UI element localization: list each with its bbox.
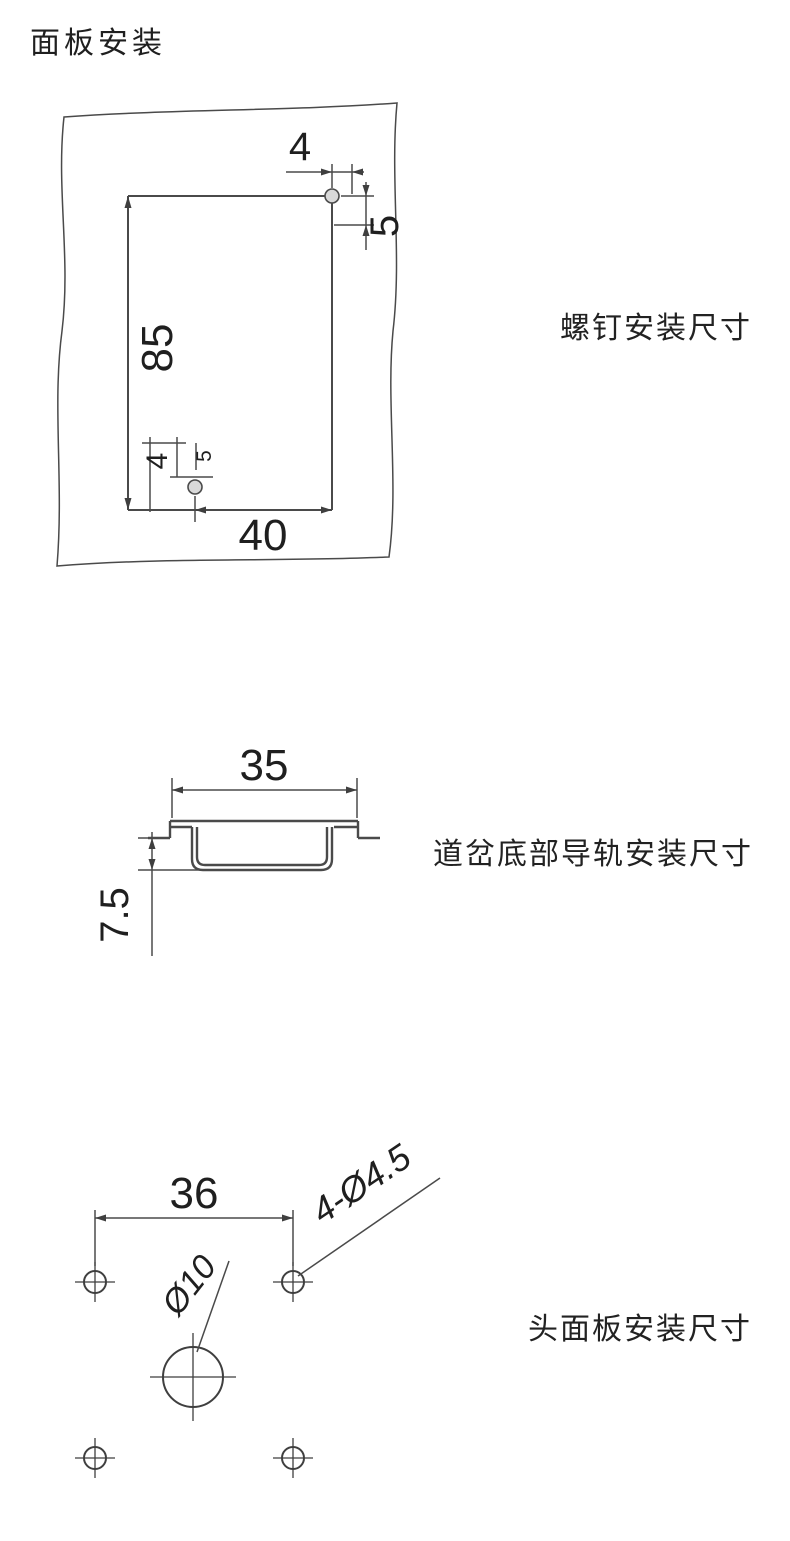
arrowhead xyxy=(346,786,357,794)
arrowhead xyxy=(148,838,156,849)
dim-small-offsets: 4 5 xyxy=(141,437,216,512)
din-rail-profile xyxy=(148,819,380,872)
dim-height: 85 xyxy=(124,196,182,510)
arrowhead xyxy=(124,196,132,208)
dim-text-small-h: 4 xyxy=(141,453,174,470)
dim-text-width: 40 xyxy=(239,511,288,560)
screw-mount-diagram: 4 5 85 40 xyxy=(56,102,407,567)
screw-mount-caption: 螺钉安装尺寸 xyxy=(560,312,752,345)
rail-channel-outer xyxy=(190,827,334,872)
arrowhead xyxy=(321,168,332,176)
dim-text-right: 5 xyxy=(363,215,407,237)
leader-line xyxy=(196,1260,230,1353)
arrowhead xyxy=(172,786,183,794)
mount-rectangle xyxy=(127,195,333,511)
screw-hole-top-right xyxy=(324,188,340,204)
dim-text-top: 4 xyxy=(289,125,311,169)
corner-hole-top-left xyxy=(75,1262,115,1302)
dim-edge-top: 4 xyxy=(286,125,364,194)
rail-mount-diagram: 35 7.5 xyxy=(93,741,380,956)
corner-hole-bottom-right xyxy=(273,1438,313,1478)
dim-text-rail-width: 35 xyxy=(240,741,289,790)
dim-rail-depth: 7.5 xyxy=(93,832,202,956)
center-hole xyxy=(150,1333,236,1421)
callout-corner-holes: 4-Ø4.5 xyxy=(297,1135,441,1277)
dim-hole-spacing: 36 xyxy=(94,1169,294,1266)
dim-text-rail-depth: 7.5 xyxy=(93,887,137,943)
arrowhead xyxy=(95,1214,106,1222)
corner-hole-top-right xyxy=(273,1262,313,1302)
dim-text-small-v: 5 xyxy=(193,450,216,462)
arrowhead xyxy=(148,859,156,870)
arrowhead xyxy=(362,185,370,196)
arrowhead xyxy=(321,506,332,514)
page-title: 面板安装 xyxy=(30,27,166,60)
arrowhead xyxy=(195,506,206,514)
dim-rail-width: 35 xyxy=(171,741,358,818)
rail-channel-inner xyxy=(195,827,329,867)
arrowhead xyxy=(352,168,363,176)
callout-text-corner-holes: 4-Ø4.5 xyxy=(304,1135,419,1231)
dim-edge-right: 5 xyxy=(334,182,407,250)
arrowhead xyxy=(124,498,132,510)
leader-line xyxy=(297,1177,441,1277)
head-panel-caption: 头面板安装尺寸 xyxy=(528,1313,752,1346)
dim-text-hole-spacing: 36 xyxy=(170,1169,219,1218)
dim-text-height: 85 xyxy=(133,324,182,373)
rail-mount-caption: 道岔底部导轨安装尺寸 xyxy=(433,838,753,871)
arrowhead xyxy=(282,1214,293,1222)
callout-text-center-hole: Ø10 xyxy=(154,1248,224,1323)
screw-hole-bottom-left xyxy=(187,479,203,495)
head-panel-diagram: 36 4-Ø4.5 Ø10 xyxy=(75,1135,441,1478)
callout-center-hole: Ø10 xyxy=(154,1248,230,1353)
dim-width: 40 xyxy=(194,496,332,560)
arrowhead xyxy=(362,225,370,236)
corner-hole-bottom-left xyxy=(75,1438,115,1478)
panel-sketch-outline xyxy=(56,102,398,567)
